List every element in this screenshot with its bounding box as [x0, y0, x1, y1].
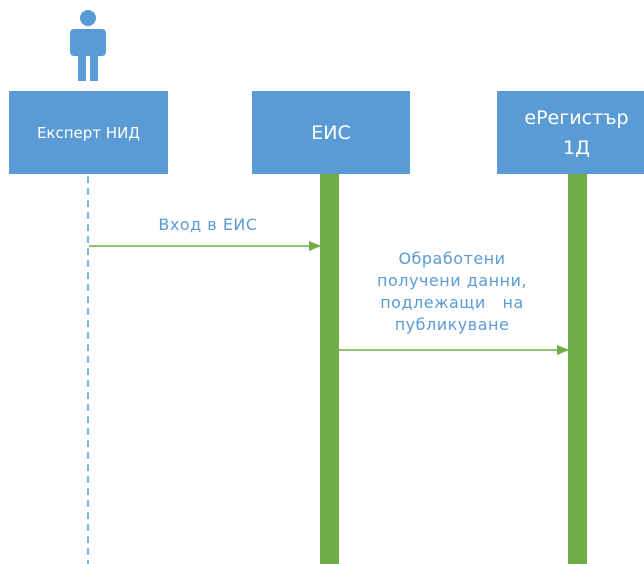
eregistar-activation-bar [568, 174, 587, 564]
lifeline-label-eis: ЕИС [311, 121, 351, 144]
eis-activation-bar [320, 174, 339, 564]
lifeline-box-eis: ЕИС [252, 91, 410, 174]
lifeline-box-eregistar: еРегистър 1Д [497, 91, 644, 174]
message-label-line: подлежащи на [380, 293, 524, 312]
message-label-line: Вход в ЕИС [158, 215, 258, 234]
person-icon [70, 10, 106, 81]
message-label-line: публикуване [394, 315, 510, 334]
message-label-publish: Обработени получени данни, подлежащи на … [362, 248, 542, 336]
message-label-line: Обработени [398, 249, 506, 268]
lifeline-box-expert: Експерт НИД [9, 91, 168, 174]
lifeline-label-eregistar-line2: 1Д [563, 136, 590, 159]
message-label-login: Вход в ЕИС [118, 214, 298, 236]
message-label-line: получени данни, [377, 271, 527, 290]
lifeline-label-eregistar-line1: еРегистър [524, 106, 629, 129]
lifeline-label-expert: Експерт НИД [36, 123, 141, 142]
